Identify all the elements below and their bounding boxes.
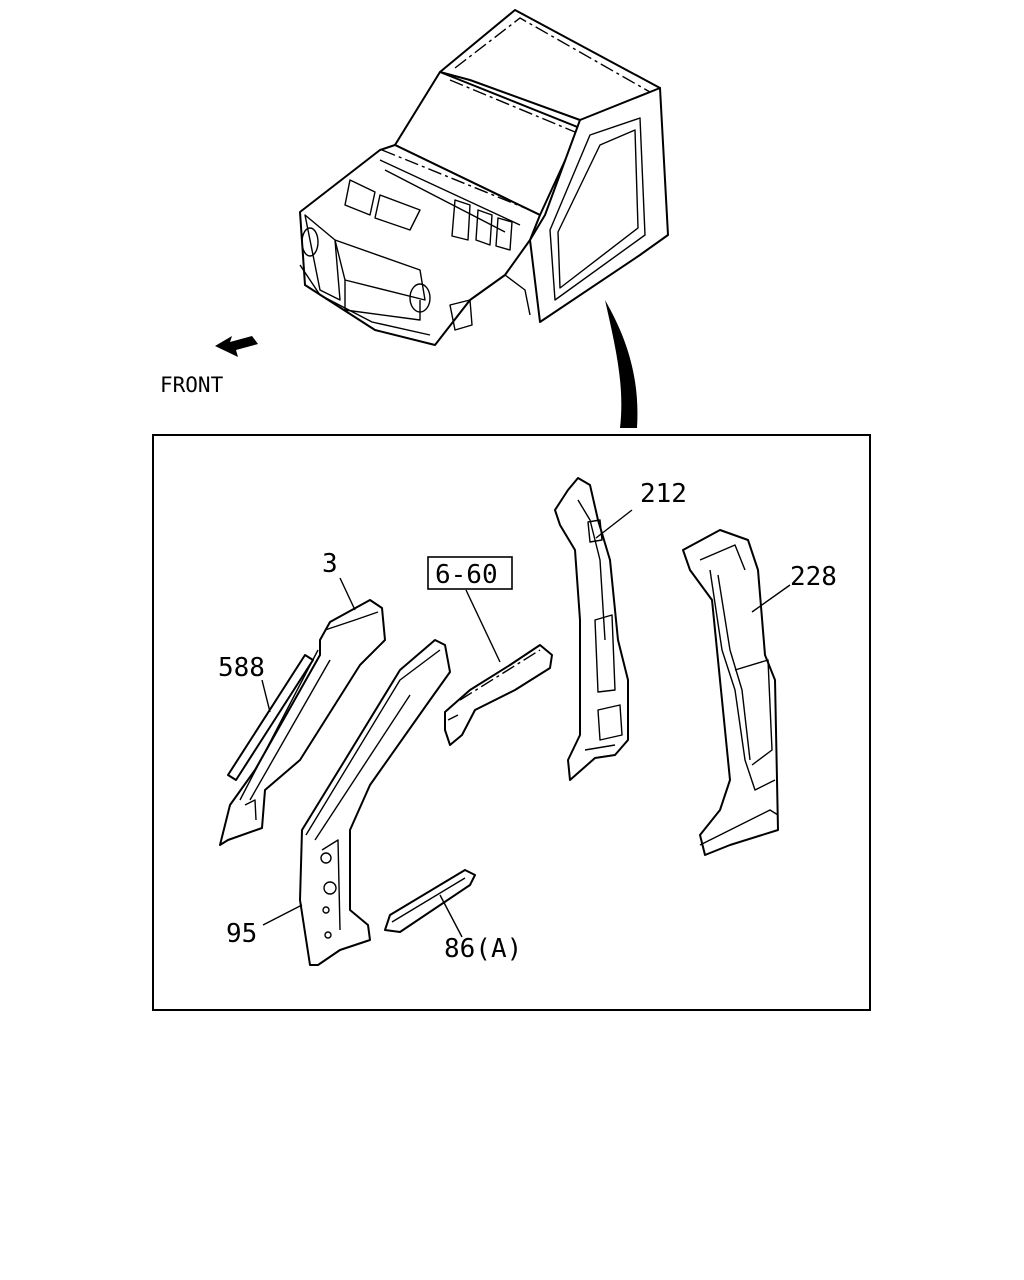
front-direction-arrow-icon: [215, 336, 258, 357]
callout-3: 3: [322, 549, 338, 579]
part-212-pillar: [554, 477, 629, 781]
cab-body-illustration: [299, 9, 669, 346]
part-228-pillar: [682, 529, 779, 856]
part-86a-bracket: [384, 869, 476, 933]
ref-box-6-60: [427, 556, 513, 590]
callout-86a: 86(A): [444, 934, 522, 964]
detail-frame: [152, 434, 871, 1011]
callout-212: 212: [640, 479, 687, 509]
leader-lines: [261, 509, 791, 938]
callout-95: 95: [226, 919, 257, 949]
part-95-pillar: [299, 639, 451, 966]
part-6-60-panel: [444, 644, 553, 746]
detail-pointer-arrow: [605, 300, 638, 428]
callout-228: 228: [790, 562, 837, 592]
part-3-pillar: [219, 599, 386, 846]
callout-6-60: 6-60: [435, 560, 498, 590]
front-label: FRONT: [160, 373, 224, 397]
callout-588: 588: [218, 653, 265, 683]
